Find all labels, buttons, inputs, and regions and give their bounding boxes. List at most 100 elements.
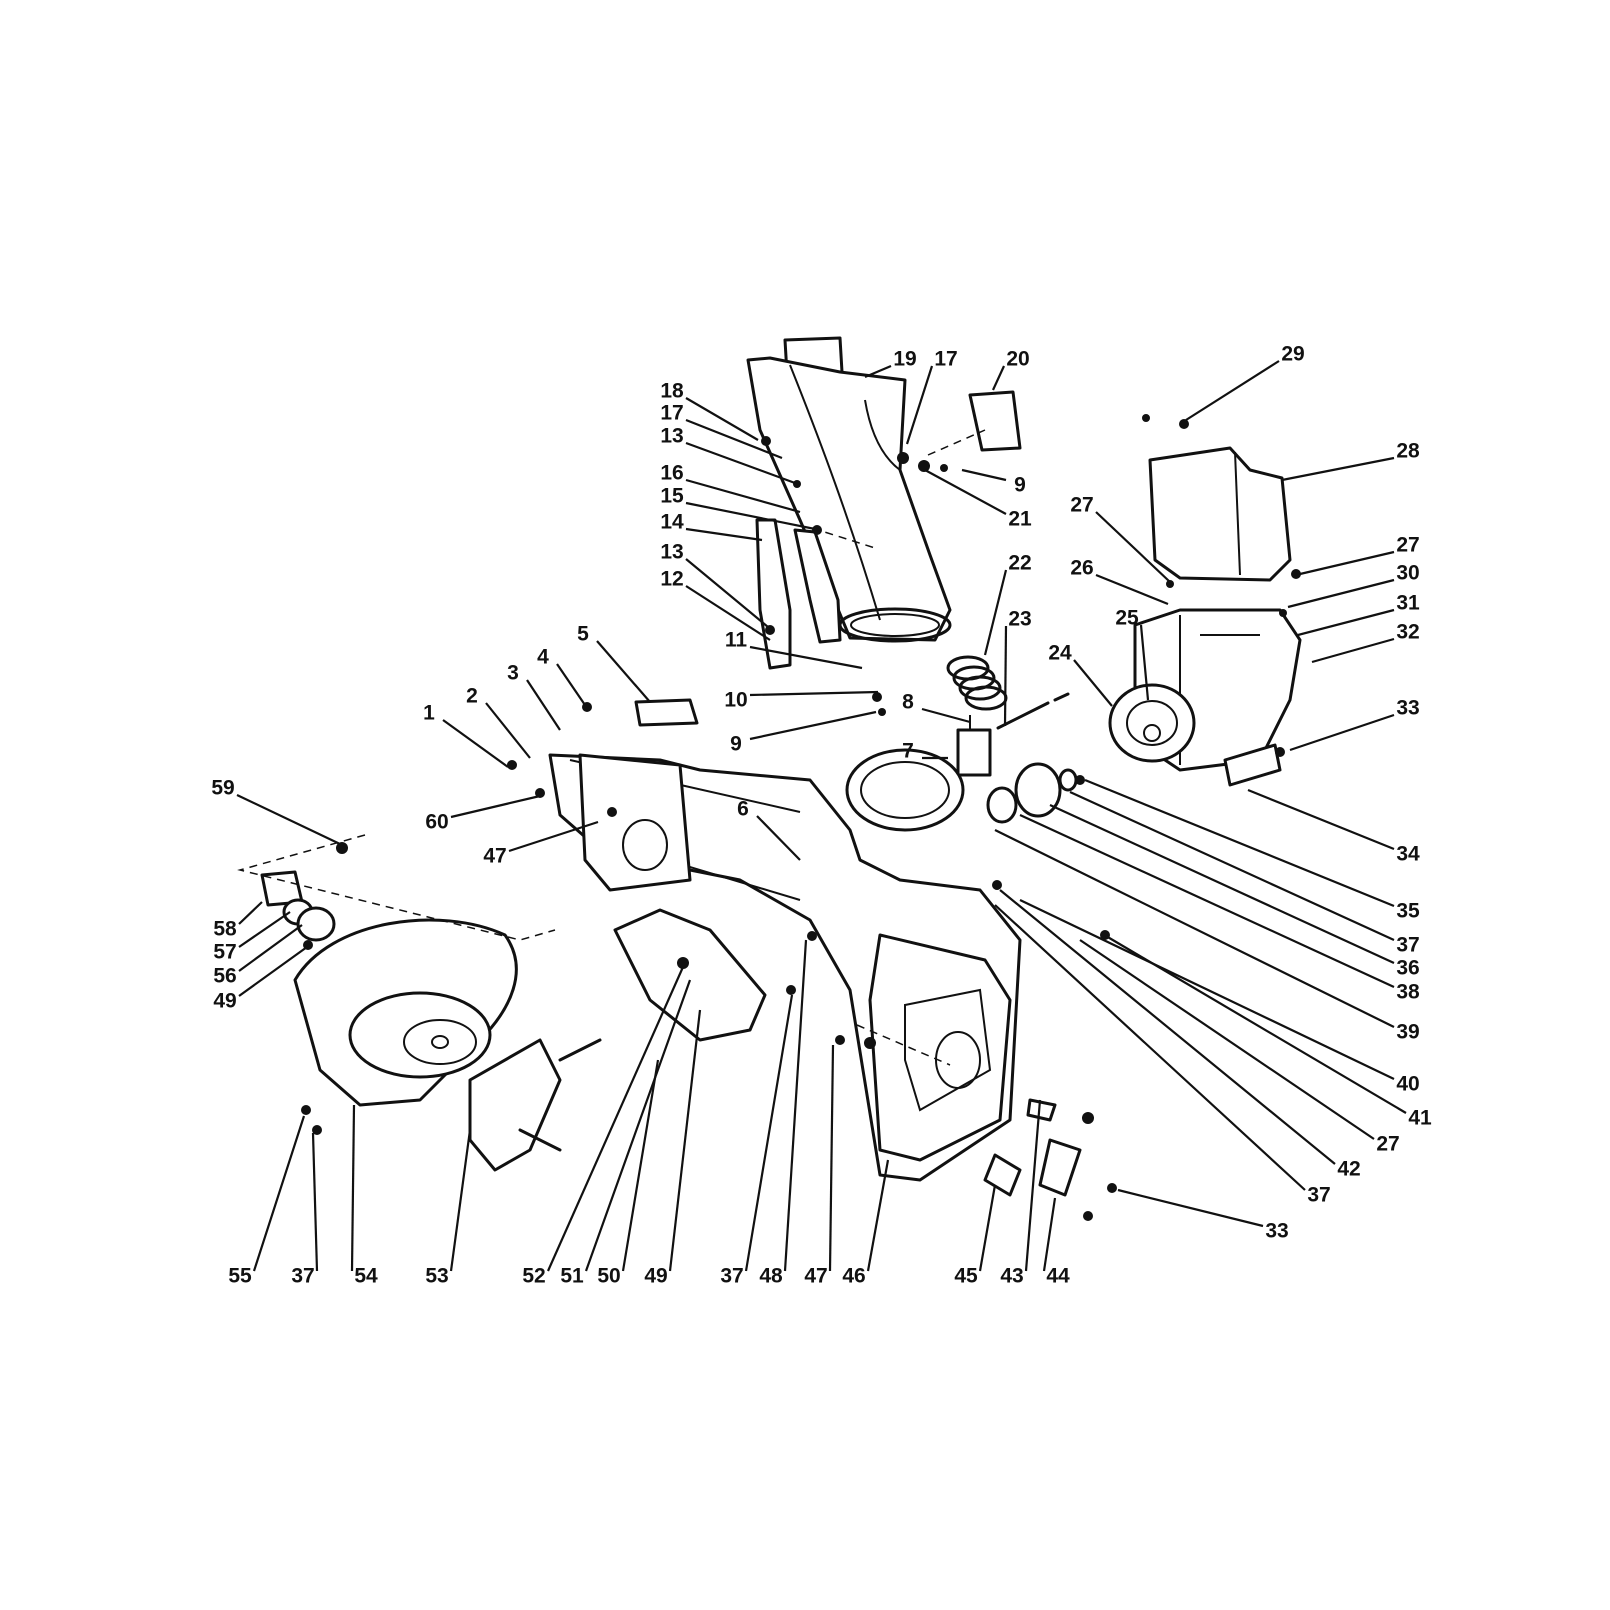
callout-40: 40 [1396,1073,1419,1096]
leader-line-60 [450,794,541,819]
leader-line-45 [978,1184,997,1272]
callout-3: 3 [507,662,519,685]
bearing-stack [986,762,1078,824]
callout-9: 9 [730,733,742,756]
leader-line-37 [744,994,794,1272]
callout-8: 8 [902,691,914,714]
leader-line-34 [1247,788,1395,851]
callout-7: 7 [902,740,914,763]
left-side-panel [578,753,692,892]
leader-line-21 [924,469,1007,515]
callout-1: 1 [423,702,435,725]
leader-line-16 [685,478,801,514]
callout-16: 16 [660,462,683,485]
callout-15: 15 [660,485,684,508]
callout-21: 21 [1008,508,1032,531]
callout-50: 50 [597,1265,620,1288]
callout-47: 47 [804,1265,827,1288]
leader-line-49 [668,1009,702,1272]
callout-44: 44 [1046,1265,1070,1288]
leader-line-20 [992,365,1005,391]
leader-line-27 [1095,511,1171,583]
drift-cutter [983,1098,1082,1197]
leader-line-37 [311,1132,319,1272]
callout-17: 17 [934,348,957,371]
callout-6: 6 [737,798,749,821]
callout-37: 37 [720,1265,743,1288]
leader-line-46 [866,1159,890,1272]
leader-line-3 [526,679,561,731]
leader-line-37 [1069,790,1395,942]
callout-45: 45 [954,1265,978,1288]
leader-line-28 [1281,456,1395,482]
leader-line-27 [1299,550,1395,576]
leader-line-49 [238,946,308,997]
callout-36: 36 [1396,957,1419,980]
callout-39: 39 [1396,1021,1419,1044]
leader-line-43 [1024,1099,1042,1272]
leader-line-6 [756,815,801,861]
callout-29: 29 [1281,343,1304,366]
deflector-plate [968,390,1022,452]
leader-line-40 [1019,899,1395,1080]
callout-17: 17 [660,402,683,425]
leader-line-26 [1095,573,1169,606]
bearing-flange [260,870,336,942]
leader-line-18 [685,397,759,441]
callout-33: 33 [1265,1220,1288,1243]
callout-43: 43 [1000,1265,1023,1288]
callout-5: 5 [577,623,589,646]
callout-37: 37 [291,1265,314,1288]
leader-line-29 [1185,360,1280,421]
callout-54: 54 [354,1265,378,1288]
callout-37: 37 [1396,934,1419,957]
leader-line-13 [685,558,769,628]
leader-line-47 [508,820,599,853]
baffle [613,908,767,1042]
chute-bracket [956,715,992,777]
callout-25: 25 [1115,607,1139,630]
callout-56: 56 [213,965,236,988]
leader-line-2 [485,702,531,759]
callout-59: 59 [211,777,234,800]
leader-line-50 [621,1059,660,1272]
callout-48: 48 [759,1265,783,1288]
callout-27: 27 [1070,494,1093,517]
leader-line-58 [238,901,263,925]
leader-line-39 [994,829,1395,1028]
callout-10: 10 [724,689,747,712]
leader-line-24 [1073,659,1113,707]
leader-line-22 [983,569,1008,656]
callout-22: 22 [1008,552,1031,575]
callout-46: 46 [842,1265,865,1288]
leader-line-17 [685,418,783,460]
leader-line-23 [1003,625,1008,727]
callout-13: 13 [660,425,683,448]
callout-26: 26 [1070,557,1093,580]
leader-line-33 [1289,713,1395,752]
callout-49: 49 [213,990,236,1013]
leader-line-8 [921,707,971,724]
leader-line-4 [556,663,586,706]
callout-27: 27 [1396,534,1419,557]
callout-28: 28 [1396,440,1420,463]
pulley [1108,683,1196,763]
leader-line-19 [864,364,892,379]
leader-line-42 [999,889,1336,1165]
leader-line-47 [828,1044,835,1272]
callout-42: 42 [1337,1158,1360,1181]
callout-37: 37 [1307,1184,1330,1207]
leader-line-11 [749,645,863,670]
leader-line-31 [1297,608,1395,637]
callout-41: 41 [1408,1107,1432,1130]
leader-line-35 [1084,778,1395,908]
leader-line-37 [994,904,1306,1191]
callout-24: 24 [1048,642,1072,665]
callout-53: 53 [425,1265,448,1288]
callout-55: 55 [228,1265,252,1288]
callout-2: 2 [466,685,478,708]
leader-line-30 [1287,578,1395,609]
leader-line-17 [905,365,934,445]
leader-line-13 [685,441,796,485]
